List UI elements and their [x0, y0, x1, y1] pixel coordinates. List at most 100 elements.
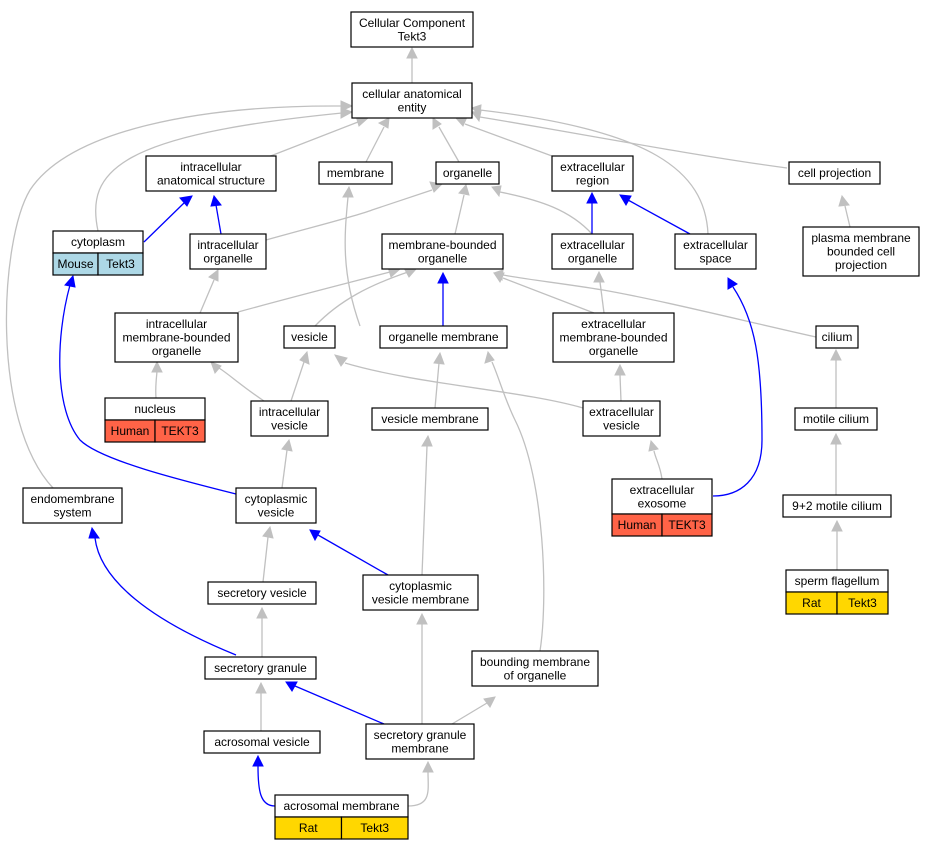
node-box	[379, 325, 508, 349]
edge-line	[199, 279, 215, 314]
node-label: intracellular	[259, 405, 320, 419]
node-label: intracellular	[146, 317, 207, 331]
node-secgran[interactable]: secretory granule	[204, 656, 317, 680]
node-ninetwo[interactable]: 9+2 motile cilium	[782, 494, 892, 518]
is-a-edge	[199, 268, 219, 314]
node-box	[794, 407, 878, 431]
is-a-edge	[334, 354, 584, 409]
node-label: organelle	[152, 344, 202, 358]
node-label: system	[53, 505, 91, 519]
node-box	[788, 161, 881, 185]
is-a-edge	[484, 350, 545, 652]
annotation-cell	[340, 816, 409, 840]
node-label: region	[576, 173, 609, 187]
node-box	[802, 226, 920, 277]
node-motile[interactable]: motile cilium	[794, 407, 878, 431]
node-label: plasma membrane	[811, 231, 911, 245]
part-of-edge	[309, 529, 389, 576]
edge-arrowhead	[340, 100, 354, 112]
node-box	[435, 161, 500, 185]
edge-line	[479, 116, 788, 169]
edge-line	[257, 765, 276, 807]
edge-arrowhead	[831, 519, 843, 532]
annotation-cell	[97, 252, 144, 276]
annotation-cell	[154, 419, 206, 443]
node-label: membrane	[391, 741, 449, 755]
edge-line	[451, 702, 488, 725]
node-cellproj[interactable]: cell projection	[788, 161, 881, 185]
edge-line	[94, 537, 237, 656]
node-orgmem[interactable]: organelle membrane	[379, 325, 508, 349]
edge-arrowhead	[830, 432, 842, 445]
edge-line	[454, 194, 465, 235]
edge-line	[619, 374, 622, 402]
node-label: vesicle	[271, 418, 308, 432]
node-cilium[interactable]: cilium	[815, 325, 859, 349]
node-membrane[interactable]: membrane	[318, 161, 393, 185]
node-box	[551, 155, 634, 192]
edge-line	[712, 286, 763, 497]
node-organelle[interactable]: organelle	[435, 161, 500, 185]
node-box	[782, 494, 892, 518]
edge-arrowhead	[416, 612, 428, 625]
node-box	[582, 400, 661, 437]
edge-arrowhead	[619, 194, 632, 206]
node-label: extracellular	[630, 483, 695, 497]
node-label: endomembrane	[30, 492, 114, 506]
edge-arrowhead	[64, 274, 76, 288]
node-label: secretory granule	[214, 661, 307, 675]
node-vesmem[interactable]: vesicle membrane	[371, 407, 489, 431]
node-vesicle[interactable]: vesicle	[283, 325, 336, 349]
is-a-edge	[256, 606, 268, 657]
node-box	[145, 155, 277, 192]
node-label: membrane	[327, 166, 385, 180]
is-a-edge	[5, 100, 354, 489]
node-label: 9+2 motile cilium	[792, 499, 882, 513]
edge-arrowhead	[593, 270, 605, 283]
edge-arrowhead	[252, 754, 264, 767]
is-a-edge	[267, 115, 370, 158]
node-box	[362, 574, 479, 611]
node-box	[235, 487, 317, 524]
edge-arrowhead	[484, 350, 495, 364]
annotation-gene: Tekt3	[360, 821, 389, 835]
is-a-edge	[342, 185, 361, 327]
is-a-edge	[830, 348, 842, 408]
edge-line	[314, 271, 409, 327]
annotation-species: Mouse	[57, 257, 93, 271]
edge-line	[421, 445, 428, 576]
node-label: acrosomal membrane	[283, 799, 399, 813]
edge-line	[653, 450, 663, 480]
node-acrves[interactable]: acrosomal vesicle	[203, 730, 321, 754]
node-label: vesicle membrane	[372, 592, 470, 606]
node-secves[interactable]: secretory vesicle	[207, 581, 317, 605]
node-label: extracellular	[560, 160, 625, 174]
node-box	[318, 161, 393, 185]
is-a-edge	[262, 525, 274, 583]
is-a-edge	[406, 46, 418, 83]
